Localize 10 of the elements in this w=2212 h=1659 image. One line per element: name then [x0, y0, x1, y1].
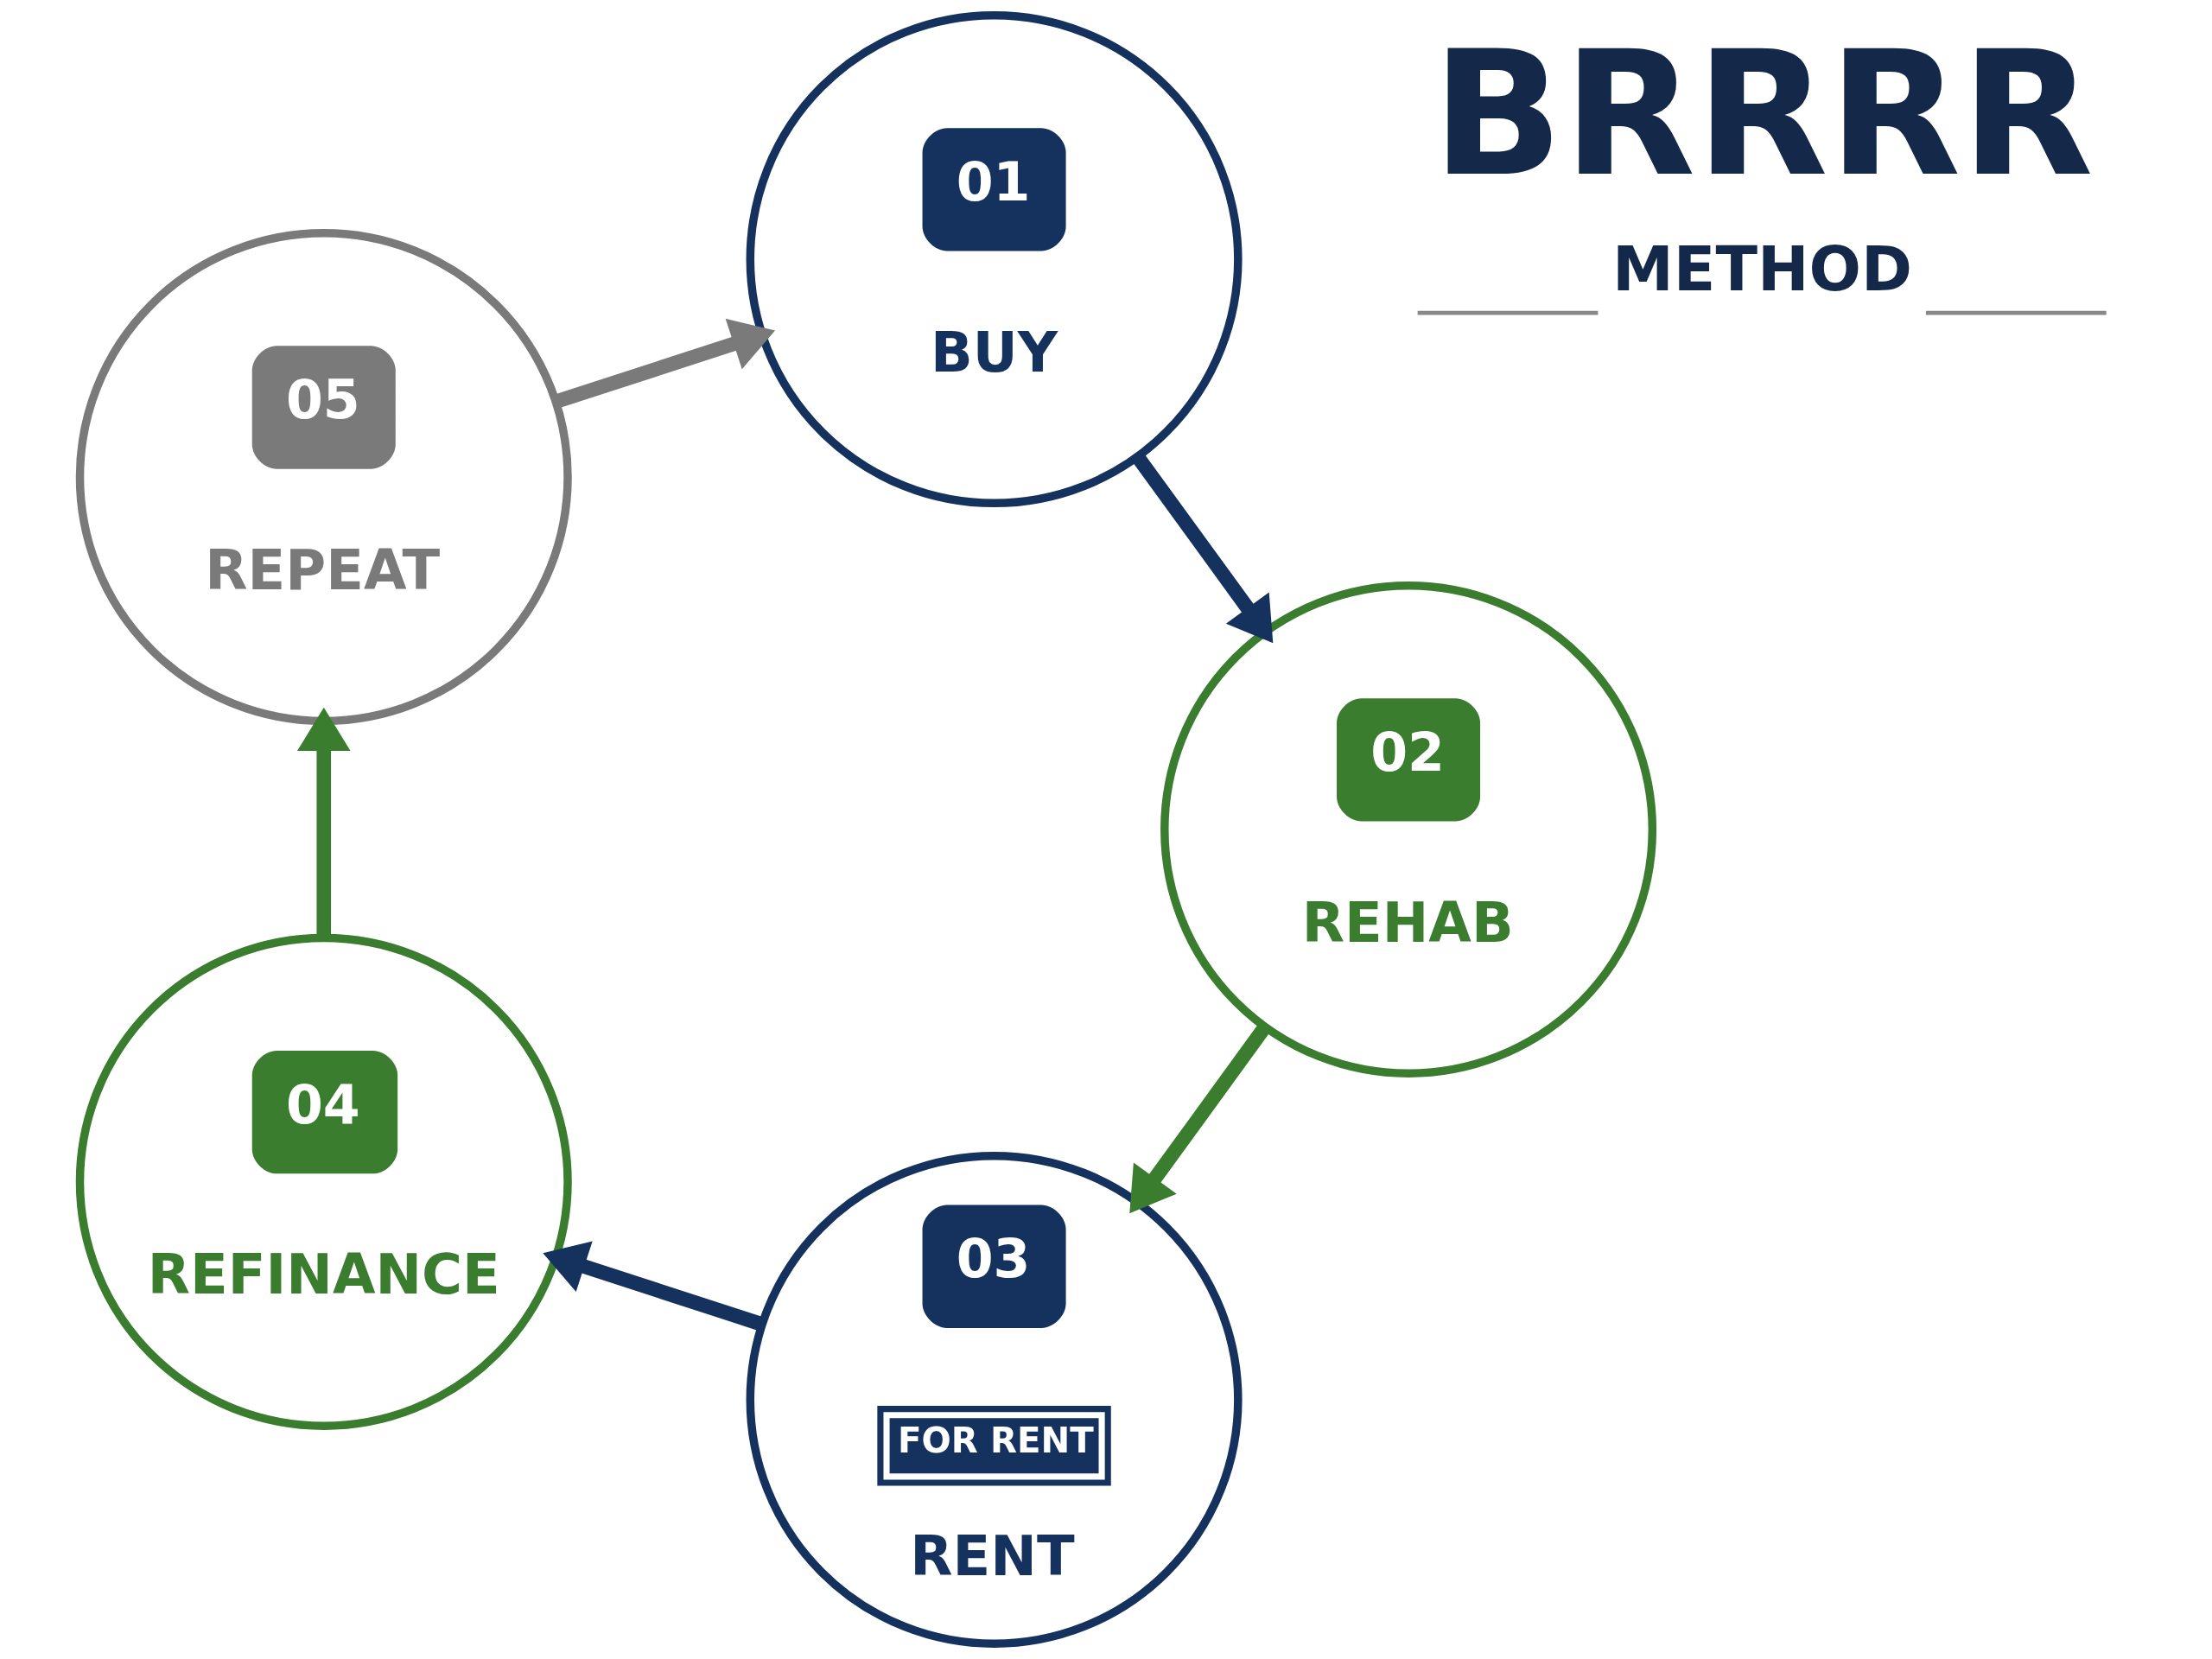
node-circle: 04 REFINANCE [75, 933, 572, 1430]
arrow [1131, 453, 1273, 644]
node-circle: 05 REPEAT [75, 229, 572, 726]
node-circle: 02 REHAB [1160, 581, 1656, 1078]
arrow [542, 1241, 764, 1332]
node-circle: 03 FOR RENT RENT [746, 1151, 1243, 1648]
label: BRRRR [1431, 14, 2094, 215]
arrow [1128, 1023, 1270, 1214]
label: METHOD [1611, 233, 1912, 306]
node-circle: 01 BUY [746, 11, 1243, 508]
